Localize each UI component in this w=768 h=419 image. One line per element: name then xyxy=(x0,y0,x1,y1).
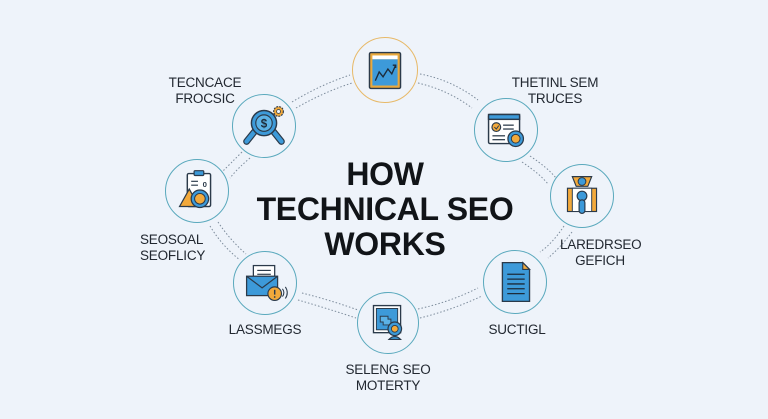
web-page-check-icon xyxy=(487,113,525,148)
webcam-monitor-icon xyxy=(372,304,403,341)
title-line-3: WORKS xyxy=(324,226,446,262)
money-search-icon: $ xyxy=(243,106,285,145)
label-right: LAREDRSEO GEFICH xyxy=(560,237,642,268)
title-line-2: TECHNICAL SEO xyxy=(256,191,514,227)
label-top-left: TECNCACE FROCSIC xyxy=(168,75,242,106)
node-left: 0 xyxy=(165,159,229,223)
node-bottom xyxy=(357,292,419,354)
growth-chart-icon xyxy=(368,51,402,90)
document-icon xyxy=(501,261,531,303)
node-top-right xyxy=(474,98,538,162)
label-bottom: SELENG SEO MOTERTY xyxy=(345,362,431,393)
label-bottom-right: SUCTIGL xyxy=(488,322,546,337)
clipboard-analysis-icon: 0 xyxy=(178,170,212,209)
label-bottom-left: LASSMEGS xyxy=(228,322,302,337)
label-left: SEOSOAL SEOFLICY xyxy=(140,232,206,263)
email-alert-icon xyxy=(245,264,288,302)
node-bottom-left xyxy=(233,251,297,315)
node-top-left: $ xyxy=(232,94,296,158)
title-line-1: HOW xyxy=(346,156,424,192)
svg-text:0: 0 xyxy=(203,180,207,189)
node-right xyxy=(550,164,614,228)
svg-text:$: $ xyxy=(261,117,268,130)
label-top-right: THETINL SEM TRUCES xyxy=(511,75,599,106)
diagram-title: HOW TECHNICAL SEO WORKS xyxy=(250,157,520,262)
node-bottom-right xyxy=(483,250,547,314)
user-profile-icon xyxy=(566,176,598,215)
node-top xyxy=(352,37,418,103)
